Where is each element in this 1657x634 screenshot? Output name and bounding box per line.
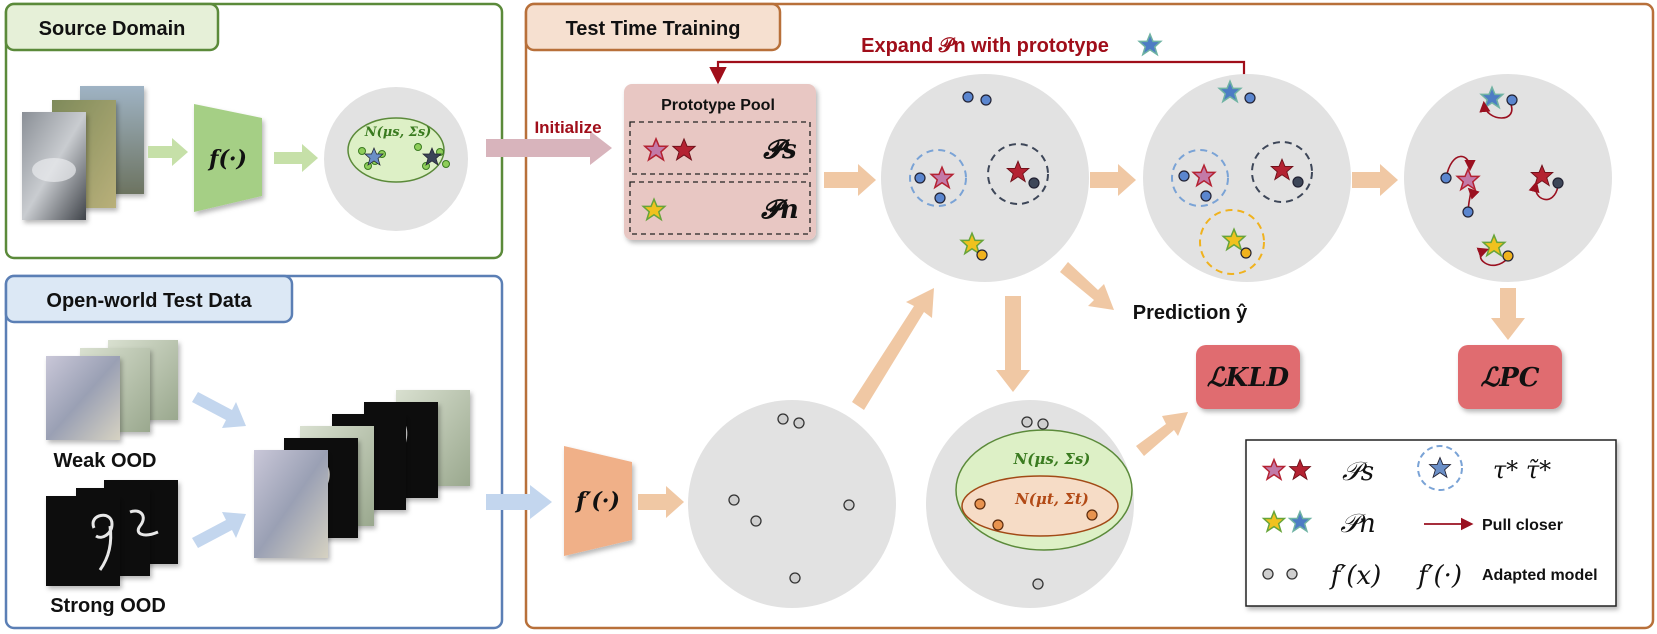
star-icon: [1006, 160, 1030, 183]
arrow-space3-to-pc: [1491, 288, 1525, 340]
expand-feedback-arrow: Expand 𝒫n with prototype: [709, 32, 1246, 85]
star-icon: [671, 137, 697, 162]
svg-text:f′(·): f′(·): [1416, 561, 1462, 591]
svg-text:Open-world Test Data: Open-world Test Data: [46, 290, 252, 312]
source-feature-extractor: f(·): [194, 104, 262, 212]
pc-loss-box: ℒPC: [1458, 345, 1562, 409]
svg-text:Test Time Training: Test Time Training: [566, 18, 741, 40]
svg-text:N(μt, Σt): N(μt, Σt): [1014, 490, 1089, 508]
star-icon: [1261, 457, 1287, 482]
svg-text:τ* τ̃*: τ* τ̃*: [1493, 456, 1551, 484]
svg-text:N(μs, Σs): N(μs, Σs): [364, 125, 432, 140]
star-icon: [1287, 509, 1313, 534]
prototype-pool: Prototype Pool 𝓟s 𝓟n: [624, 84, 816, 240]
arrow-pool-to-space1: [824, 164, 876, 196]
arrow-strong-to-mixed: [192, 512, 246, 548]
svg-text:f(·): f(·): [207, 146, 247, 172]
svg-text:Pull closer: Pull closer: [1482, 517, 1563, 534]
arrow-space1-down: [996, 296, 1030, 392]
svg-text:Strong OOD: Strong OOD: [50, 595, 166, 617]
star-icon: [1217, 79, 1243, 104]
svg-text:Expand 𝒫n with prototype: Expand 𝒫n with prototype: [861, 35, 1109, 57]
source-domain-title: Source Domain: [4, 2, 220, 52]
arrow-space1-to-prediction: [1060, 262, 1114, 310]
svg-text:Initialize: Initialize: [534, 118, 601, 137]
mixed-test-stream: [254, 390, 470, 558]
svg-text:𝓟s: 𝓟s: [763, 135, 797, 165]
star-icon: [1455, 167, 1481, 192]
star-icon: [1270, 158, 1294, 181]
star-icon: [364, 147, 384, 166]
arrow-space2-to-space3: [1352, 164, 1398, 196]
svg-text:𝒫n: 𝒫n: [1340, 509, 1376, 539]
arrow-weak-to-mixed: [192, 392, 246, 428]
svg-text:Adapted model: Adapted model: [1482, 567, 1598, 584]
svg-text:𝓟n: 𝓟n: [761, 195, 799, 225]
star-icon: [1428, 456, 1452, 479]
star-icon: [1288, 458, 1312, 481]
star-icon: [1530, 164, 1554, 187]
svg-text:Source Domain: Source Domain: [39, 18, 186, 40]
svg-text:N(μs, Σs): N(μs, Σs): [1013, 450, 1091, 468]
star-icon: [422, 147, 442, 166]
arrow-gauss-to-kld: [1136, 412, 1188, 456]
legend: 𝒫s τ* τ̃* 𝒫n Pull closer f′(x) f′(·) Ada…: [1245, 439, 1617, 607]
feature-space-2: [1143, 74, 1351, 282]
source-feature-space: N(μs, Σs): [324, 87, 468, 231]
star-icon: [1191, 163, 1217, 188]
star-icon: [642, 136, 670, 162]
source-image-stack: [22, 86, 144, 220]
star-icon: [641, 197, 667, 222]
arrow-space1-to-space2: [1090, 164, 1136, 196]
star-icon: [959, 231, 985, 256]
kld-loss-box: ℒKLD: [1196, 345, 1300, 409]
arrow-images-to-f: [148, 138, 188, 166]
source-domain-panel: [4, 2, 504, 260]
star-icon: [1137, 32, 1163, 57]
arrow-stream-to-fprime: [486, 485, 552, 519]
weak-ood-image-stack: Weak OOD: [46, 340, 178, 472]
feature-space-3: [1404, 74, 1612, 282]
svg-text:ℒKLD: ℒKLD: [1207, 363, 1290, 393]
star-icon: [929, 165, 955, 190]
feature-space-1: [881, 74, 1089, 282]
openworld-title: Open-world Test Data: [4, 274, 294, 324]
arrow-test-space-up: [852, 288, 934, 410]
svg-text:Prototype Pool: Prototype Pool: [661, 97, 775, 114]
test-feature-space: [688, 400, 896, 608]
svg-text:𝒫s: 𝒫s: [1342, 457, 1374, 487]
strong-ood-image-stack: Strong OOD: [46, 480, 178, 617]
ttt-title: Test Time Training: [524, 2, 782, 52]
arrow-f-to-source-space: [274, 144, 318, 172]
star-icon: [1221, 227, 1247, 252]
arrow-fprime-to-space: [638, 486, 684, 518]
ttt-panel: [524, 2, 1655, 630]
svg-text:f′(·): f′(·): [574, 488, 620, 514]
svg-text:ℒPC: ℒPC: [1481, 363, 1540, 393]
star-icon: [1261, 509, 1287, 534]
svg-text:Weak OOD: Weak OOD: [54, 450, 157, 472]
svg-text:f′(x): f′(x): [1329, 561, 1381, 591]
gaussian-alignment-space: N(μs, Σs) N(μt, Σt): [926, 400, 1134, 608]
adapted-feature-extractor: f′(·): [564, 446, 632, 556]
initialize-arrow: Initialize: [486, 118, 612, 165]
prediction-label: Prediction ŷ: [1133, 302, 1248, 324]
